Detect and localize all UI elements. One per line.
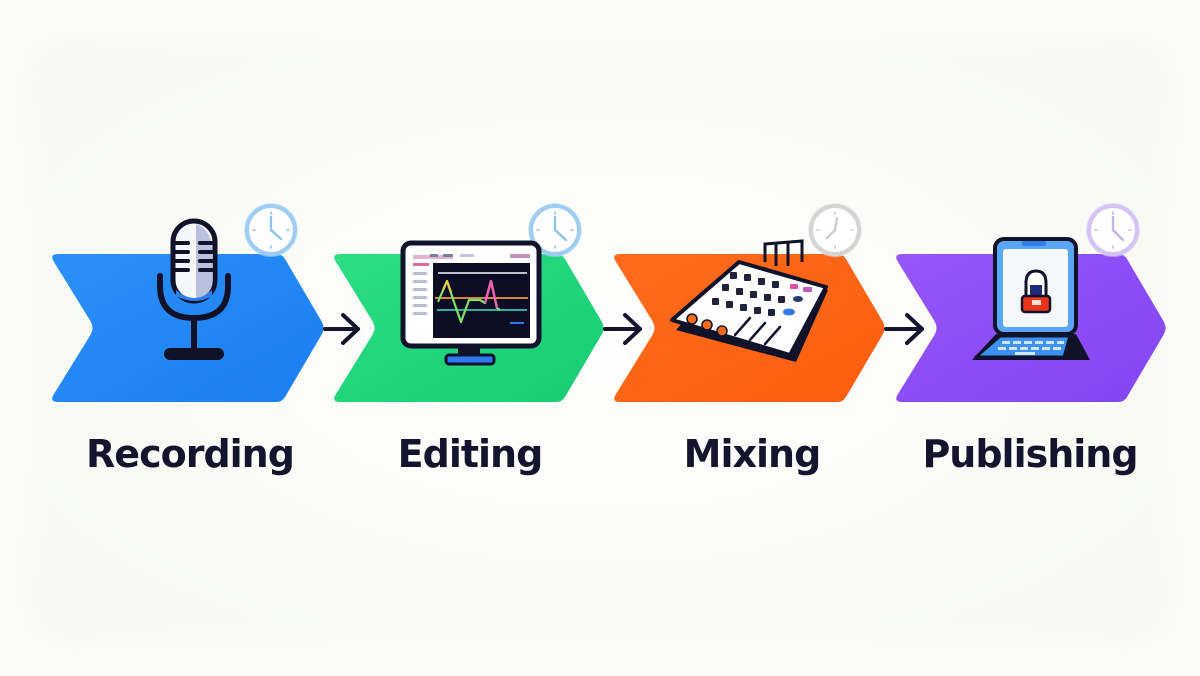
clock-icon <box>244 203 298 257</box>
step-publishing <box>896 203 1166 402</box>
step-recording <box>52 203 324 402</box>
step-label-publishing: Publishing <box>922 432 1138 476</box>
monitor-waveform-icon <box>400 240 542 366</box>
chevron-recording <box>52 254 324 402</box>
mixing-console-icon <box>670 239 828 362</box>
microphone-icon <box>157 218 231 360</box>
step-label-mixing: Mixing <box>683 432 822 476</box>
step-label-recording: Recording <box>86 432 295 476</box>
clock-icon <box>1086 203 1140 257</box>
step-editing <box>334 203 604 402</box>
arrow-right-icon <box>884 313 924 345</box>
step-label-editing: Editing <box>397 432 544 476</box>
arrow-right-icon <box>603 313 642 345</box>
step-mixing <box>614 203 885 402</box>
arrow-right-icon <box>323 313 360 345</box>
clock-icon <box>528 203 582 257</box>
laptop-podcast-icon <box>972 237 1090 360</box>
clock-icon <box>808 203 862 257</box>
